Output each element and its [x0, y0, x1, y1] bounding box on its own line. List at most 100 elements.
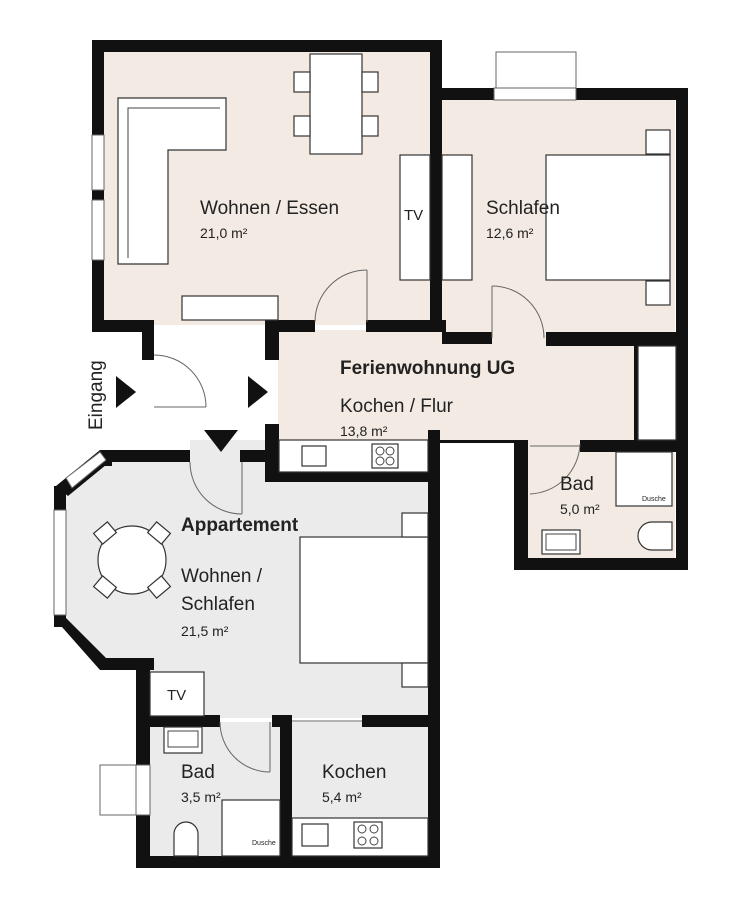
sofa [117, 97, 227, 265]
door-arc [491, 285, 545, 339]
doors [153, 269, 581, 773]
wall [514, 558, 688, 570]
wall [442, 332, 492, 344]
toilet-icon [637, 521, 673, 551]
wall [142, 320, 154, 360]
door-arc [153, 354, 207, 408]
wall [92, 260, 104, 332]
room-area-kochen-app: 5,4 m² [322, 789, 362, 805]
wall [92, 40, 442, 52]
stove-burner [385, 446, 395, 456]
dining-chair [293, 115, 311, 137]
window-icon [495, 51, 577, 89]
bed [545, 154, 671, 281]
window-icon [493, 87, 577, 101]
stove-icon [371, 443, 399, 469]
room-name-kochen-app: Kochen [322, 762, 386, 783]
window-icon [91, 199, 105, 261]
dining-chair [92, 521, 118, 545]
room-area-schlafen: 12,6 m² [486, 225, 534, 241]
unit-label-ferienwohnung: Ferienwohnung UG [340, 358, 515, 379]
sink-icon [301, 445, 327, 467]
wall [150, 715, 220, 727]
entrance-markers [116, 376, 268, 452]
wall [546, 332, 688, 346]
wall [514, 440, 528, 570]
entrance-label: Eingang [86, 360, 107, 430]
wall [362, 715, 440, 727]
wall [136, 658, 150, 868]
room-name-schlafen: Schlafen [486, 198, 560, 219]
room-name-bad-app: Bad [181, 762, 215, 783]
door-arc [529, 443, 581, 495]
window-icon [135, 764, 151, 816]
wall [54, 618, 108, 670]
dining-chair [92, 575, 118, 599]
tv-unit [399, 154, 431, 281]
labels: Wohnen / Essen 21,0 m² Schlafen 12,6 m² … [86, 198, 666, 847]
walls [54, 40, 688, 868]
dining-chair [146, 575, 172, 599]
sink-icon [301, 823, 329, 847]
window-icon [65, 451, 107, 489]
entrance-arrow-right-icon [116, 376, 136, 408]
round-table [97, 525, 167, 595]
room-name-bad-ug: Bad [560, 474, 594, 495]
dining-chair [361, 71, 379, 93]
stove-burner [385, 456, 395, 466]
shower-icon [221, 799, 281, 857]
entrance-arrow-down-icon [204, 430, 238, 452]
wall [265, 320, 279, 360]
shower-label: Dusche [252, 840, 276, 847]
door-arc [189, 461, 243, 515]
wall [92, 320, 154, 332]
dining-chair [293, 71, 311, 93]
washbasin-bowl [167, 730, 199, 748]
tv-label: TV [167, 687, 186, 704]
stove-burner [357, 836, 367, 846]
room-area-wohnen-essen: 21,0 m² [200, 225, 248, 241]
wall [265, 470, 440, 482]
room-name-wohnen-schlafen-2: Schlafen [181, 594, 255, 615]
wall [634, 346, 638, 442]
wall [430, 40, 442, 332]
tv-unit [149, 671, 205, 717]
washbasin-bowl [545, 533, 577, 551]
room-name-kochen-flur: Kochen / Flur [340, 396, 454, 417]
shower-label: Dusche [642, 496, 666, 503]
windows [53, 51, 577, 816]
room-area-bad-ug: 5,0 m² [560, 501, 600, 517]
toilet-icon [173, 821, 199, 857]
stove-burner [375, 446, 385, 456]
nightstand [645, 280, 671, 306]
stove-burner [369, 836, 379, 846]
wall [136, 856, 440, 868]
wall [366, 320, 446, 332]
door-arc [314, 269, 368, 323]
wall [92, 190, 104, 200]
sofa-back [127, 107, 220, 258]
stove-burner [357, 824, 367, 834]
room-name-wohnen-essen: Wohnen / Essen [200, 198, 339, 219]
door-arc [219, 721, 271, 773]
window-icon [91, 134, 105, 191]
kitchen-counter [278, 439, 429, 473]
bed [299, 536, 429, 664]
furniture [92, 53, 677, 857]
wall [676, 88, 688, 560]
room-area-wohnen-schlafen: 21,5 m² [181, 623, 229, 639]
shower-icon [615, 451, 673, 507]
wall [440, 440, 520, 443]
wall [92, 40, 104, 135]
stove-burner [375, 456, 385, 466]
stove-icon [353, 821, 383, 849]
wall [54, 486, 66, 510]
wall [428, 470, 440, 860]
wall [280, 715, 292, 860]
dining-chair [361, 115, 379, 137]
window-icon [99, 764, 137, 816]
nightstand [645, 129, 671, 155]
wall [580, 440, 676, 452]
sideboard [181, 295, 279, 321]
wall [442, 88, 494, 100]
